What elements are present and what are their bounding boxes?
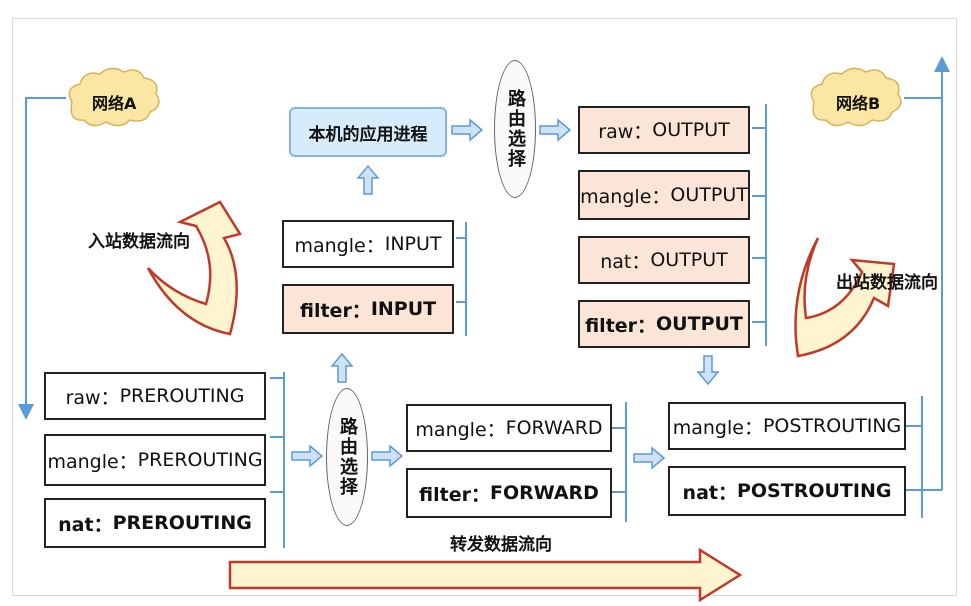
chain-name: PREROUTING xyxy=(119,385,245,407)
network-b-label: 网络B xyxy=(836,94,881,113)
chain-name: OUTPUT xyxy=(670,184,748,206)
arrow-output-to-postrouting xyxy=(696,355,720,386)
forward-bracket xyxy=(612,402,627,522)
local-app-process: 本机的应用进程 xyxy=(289,107,447,157)
chain-name: PREROUTING xyxy=(137,449,263,471)
diagram-frame xyxy=(12,18,957,596)
table-name: mangle： xyxy=(672,416,763,439)
forward-flow-label: 转发数据流向 xyxy=(450,535,552,555)
arrow-route-to-output xyxy=(539,118,572,142)
table-name: mangle： xyxy=(415,418,506,441)
arrow-input-to-app xyxy=(356,164,380,195)
chain-name: PREROUTING xyxy=(112,512,252,534)
mangle-postrouting-box: mangle：POSTROUTING xyxy=(668,402,906,450)
chain-name: POSTROUTING xyxy=(736,480,892,502)
table-name: raw： xyxy=(598,120,653,143)
chain-name: FORWARD xyxy=(505,417,603,439)
cloud-network-b xyxy=(810,67,902,127)
forward-big-arrow xyxy=(228,547,743,603)
table-name: nat： xyxy=(600,250,651,273)
table-name: mangle： xyxy=(47,450,138,473)
mangle-output-box: mangle：OUTPUT xyxy=(578,170,750,220)
table-name: filter： xyxy=(585,314,657,337)
inbound-flow-label: 入站数据流向 xyxy=(88,232,190,252)
mangle-input-box: mangle：INPUT xyxy=(282,220,454,268)
raw-output-box: raw：OUTPUT xyxy=(578,106,750,154)
nat-prerouting-box: nat：PREROUTING xyxy=(44,498,266,548)
chain-name: OUTPUT xyxy=(652,119,730,141)
chain-name: FORWARD xyxy=(489,482,599,504)
chain-name: POSTROUTING xyxy=(762,415,902,437)
mangle-prerouting-box: mangle：PREROUTING xyxy=(44,434,266,486)
chain-name: OUTPUT xyxy=(656,313,743,335)
outbound-flow-label: 出站数据流向 xyxy=(836,273,938,293)
arrow-route-to-forward xyxy=(371,444,404,468)
filter-input-box: filter：INPUT xyxy=(282,284,454,334)
table-name: nat： xyxy=(682,481,737,504)
route-selection-top: 路由选择 xyxy=(494,60,536,198)
filter-output-box: filter：OUTPUT xyxy=(578,300,750,348)
arrow-app-to-route xyxy=(451,118,484,142)
network-a-label: 网络A xyxy=(92,94,137,113)
table-name: nat： xyxy=(58,513,113,536)
mangle-forward-box: mangle：FORWARD xyxy=(406,404,612,452)
chain-name: INPUT xyxy=(370,298,437,320)
outbound-curve-arrow xyxy=(794,237,896,358)
table-name: raw： xyxy=(65,386,120,409)
filter-forward-box: filter：FORWARD xyxy=(406,468,612,518)
table-name: mangle： xyxy=(580,185,671,208)
cloud-network-a xyxy=(68,67,160,127)
nat-output-box: nat：OUTPUT xyxy=(578,236,750,284)
table-name: filter： xyxy=(419,483,490,506)
raw-prerouting-box: raw：PREROUTING xyxy=(44,372,266,420)
arrow-forward-to-postrouting xyxy=(633,446,666,470)
input-bracket xyxy=(456,222,467,336)
route-selection-bottom: 路由选择 xyxy=(326,388,368,526)
table-name: filter： xyxy=(299,299,371,322)
prerouting-bracket xyxy=(270,372,285,548)
nat-postrouting-box: nat：POSTROUTING xyxy=(668,466,906,516)
arrow-route-to-input xyxy=(330,352,354,383)
table-name: mangle： xyxy=(294,234,385,257)
chain-name: INPUT xyxy=(384,233,442,255)
inbound-curve-arrow xyxy=(146,200,242,336)
arrow-prerouting-to-route xyxy=(291,444,324,468)
postrouting-bracket xyxy=(906,396,942,518)
network-a-line xyxy=(18,97,66,420)
chain-name: OUTPUT xyxy=(650,249,728,271)
output-bracket xyxy=(752,104,767,346)
